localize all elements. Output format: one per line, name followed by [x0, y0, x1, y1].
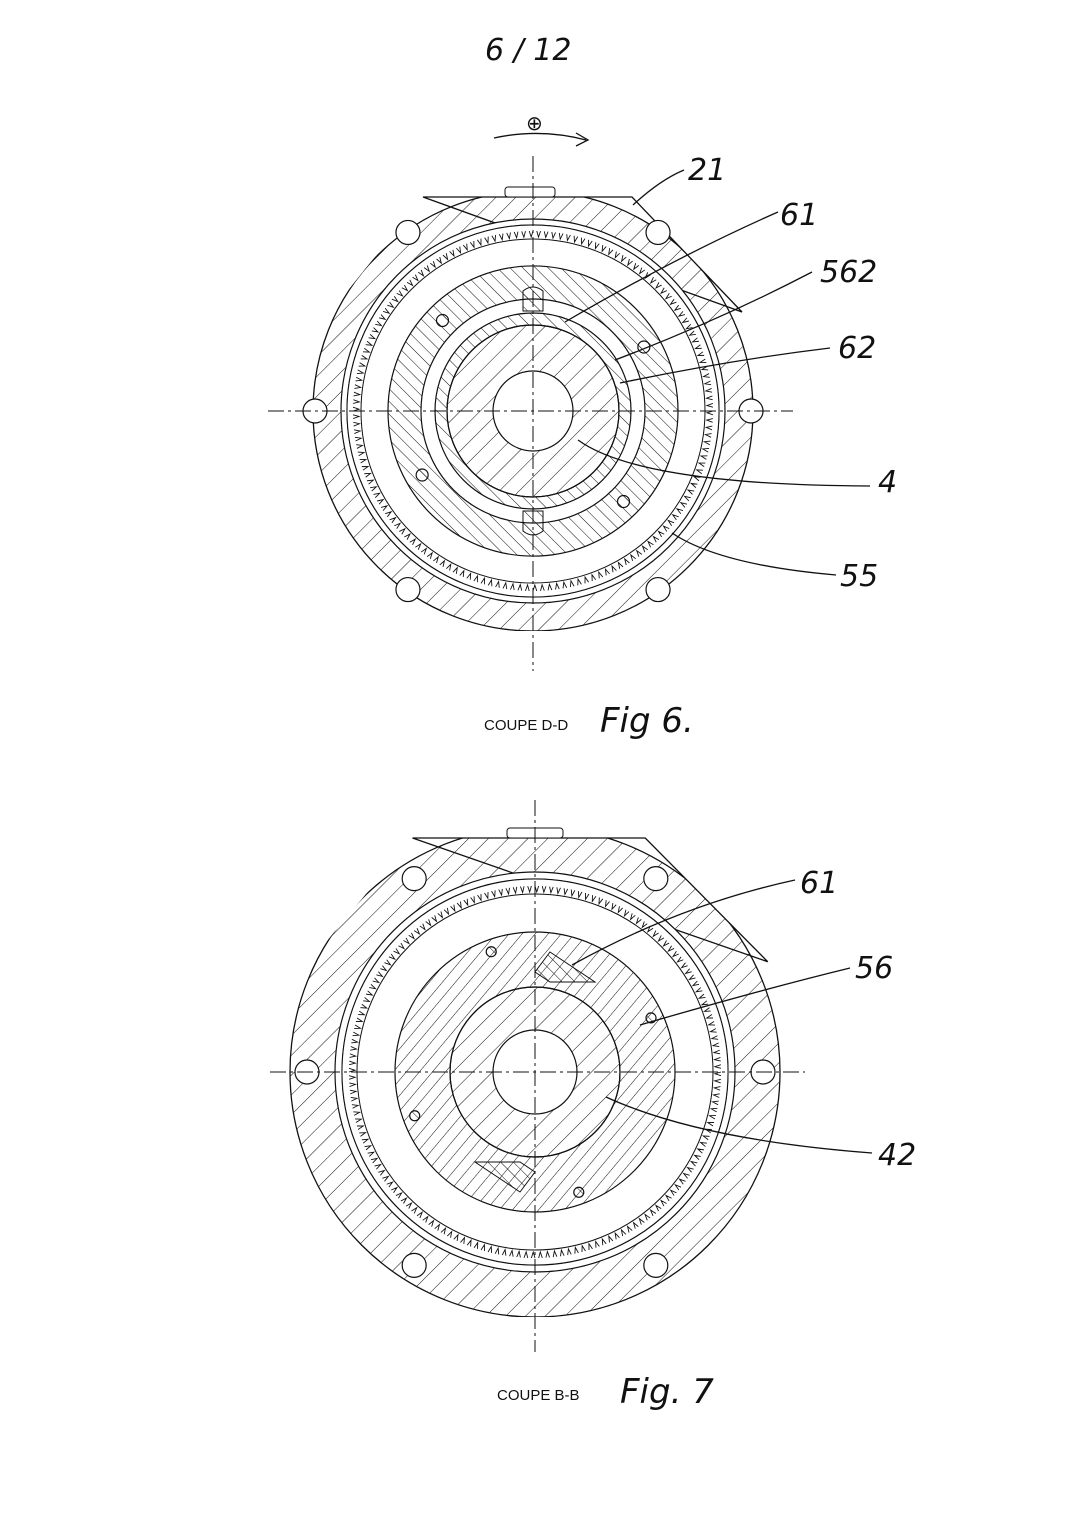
gear-teeth-55 — [352, 230, 714, 592]
leader-62 — [619, 347, 831, 384]
pin — [435, 313, 450, 328]
mounting-hole — [395, 576, 421, 603]
pawl-61-bottom — [473, 1161, 536, 1193]
gear-teeth — [348, 885, 722, 1259]
pin — [485, 946, 497, 958]
leader-42 — [605, 1096, 873, 1154]
pin — [573, 1186, 585, 1198]
callout-4: 4 — [878, 465, 897, 500]
callout-61-fig7: 61 — [800, 866, 838, 901]
figure-7-section-drawing — [270, 800, 873, 1352]
page-number: 6 / 12 — [485, 33, 571, 68]
top-boss — [504, 186, 556, 198]
rotation-direction-indicator: ⊕ — [493, 111, 590, 147]
figure-6-label: Fig 6. — [600, 701, 694, 741]
callout-61: 61 — [780, 198, 818, 233]
callout-42: 42 — [878, 1138, 916, 1173]
mounting-hole — [645, 219, 671, 246]
section-label-b-b: COUPE B-B — [497, 1387, 580, 1404]
leader-562 — [614, 271, 813, 361]
pin — [415, 468, 429, 482]
mounting-hole — [643, 866, 669, 892]
leader-56 — [639, 967, 851, 1026]
figure-7-label: Fig. 7 — [620, 1372, 714, 1412]
plus-symbol: ⊕ — [526, 111, 543, 135]
pawl-61-top — [534, 951, 597, 983]
callout-562: 562 — [820, 255, 877, 290]
leader-61 — [571, 879, 796, 966]
callout-56: 56 — [855, 951, 893, 986]
leader-55 — [671, 532, 837, 576]
mounting-hole — [645, 576, 671, 603]
leader-21 — [632, 169, 685, 206]
mounting-hole — [643, 1252, 669, 1278]
pin — [616, 494, 631, 509]
mounting-hole — [395, 219, 421, 246]
shaft-42 — [449, 986, 621, 1158]
pin — [409, 1110, 421, 1122]
mounting-hole — [401, 866, 427, 892]
callout-21: 21 — [688, 153, 726, 188]
callout-62: 62 — [838, 331, 876, 366]
leader-4 — [577, 439, 871, 487]
callout-55: 55 — [840, 559, 878, 594]
leader-61 — [564, 211, 779, 323]
section-label-d-d: COUPE D-D — [484, 717, 568, 734]
mounting-hole — [401, 1252, 427, 1278]
figure-6-section-drawing — [268, 156, 871, 671]
